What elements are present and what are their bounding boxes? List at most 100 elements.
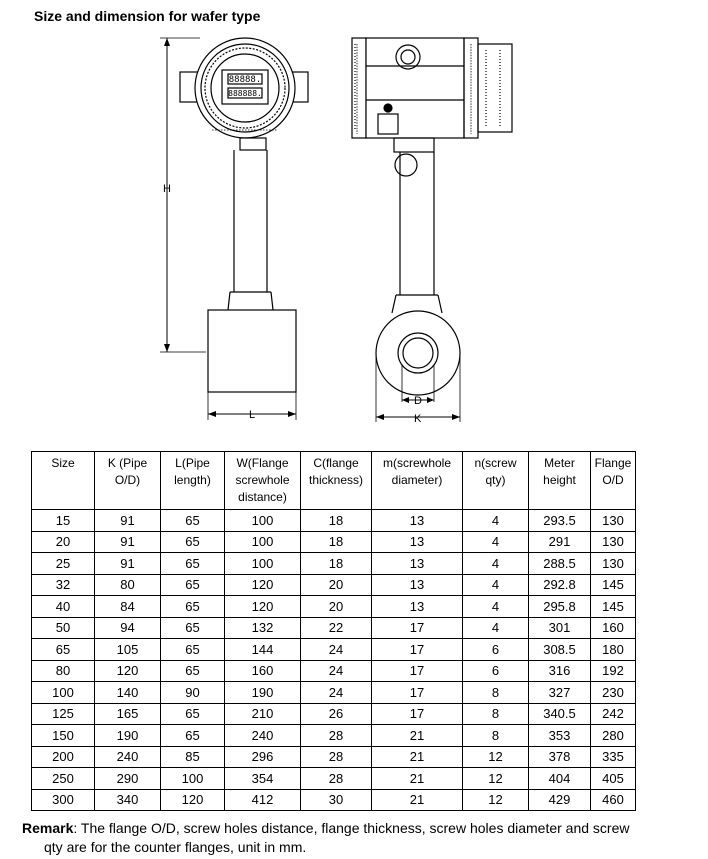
page-title: Size and dimension for wafer type [34,8,261,24]
table-cell: 17 [371,681,463,704]
dimension-label-d: D [414,395,422,407]
dimension-label-h: H [164,183,172,195]
table-cell: 130 [590,552,636,575]
table-cell: 91 [94,509,161,532]
table-cell: 65 [160,638,225,661]
table-cell: 28 [300,767,372,790]
table-cell: 250 [31,767,95,790]
table-cell: 85 [160,745,225,768]
table-cell: 21 [371,767,463,790]
table-cell: 12 [462,745,529,768]
header-size: Size [31,451,95,510]
table-cell: 13 [371,552,463,575]
meter-drawing: 88888. 888888. H H L D K [160,37,513,425]
table-cell: 4 [462,552,529,575]
table-cell: 20 [300,595,372,618]
table-cell: 120 [94,659,161,682]
table-cell: 65 [160,595,225,618]
table-cell: 17 [371,659,463,682]
table-cell: 125 [31,702,95,725]
table-cell: 26 [300,702,372,725]
table-cell: 24 [300,638,372,661]
table-cell: 8 [462,681,529,704]
table-cell: 50 [31,616,95,639]
table-cell: 130 [590,530,636,553]
side-view [351,37,513,422]
table-cell: 100 [31,681,95,704]
table-cell: 80 [31,659,95,682]
table-cell: 91 [94,552,161,575]
table-cell: 316 [528,659,591,682]
table-header-row: Size K (Pipe O/D) L(Pipe length) W(Flang… [31,451,636,510]
table-cell: 353 [528,724,591,747]
table-cell: 100 [224,509,301,532]
table-cell: 200 [31,745,95,768]
table-cell: 21 [371,745,463,768]
header-flange-thickness: C(flange thickness) [300,451,372,510]
header-screw-qty: n(screw qty) [462,451,529,510]
table-cell: 15 [31,509,95,532]
table-cell: 240 [224,724,301,747]
table-cell: 132 [224,616,301,639]
table-cell: 4 [462,573,529,596]
table-cell: 6 [462,638,529,661]
table-cell: 18 [300,552,372,575]
dimension-label-h-fg: H [163,183,171,195]
table-cell: 24 [300,681,372,704]
table-cell: 17 [371,702,463,725]
table-cell: 21 [371,788,463,811]
table-cell: 100 [224,530,301,553]
table-cell: 378 [528,745,591,768]
table-cell: 301 [528,616,591,639]
table-cell: 65 [160,530,225,553]
table-cell: 308.5 [528,638,591,661]
table-cell: 18 [300,509,372,532]
table-cell: 84 [94,595,161,618]
table-cell: 210 [224,702,301,725]
table-cell: 160 [224,659,301,682]
table-cell: 295.8 [528,595,591,618]
table-cell: 65 [160,573,225,596]
dimension-label-k: K [414,413,422,425]
table-cell: 18 [300,530,372,553]
table-cell: 8 [462,724,529,747]
table-cell: 291 [528,530,591,553]
table-cell: 90 [160,681,225,704]
table-cell: 13 [371,530,463,553]
table-cell: 4 [462,530,529,553]
table-cell: 460 [590,788,636,811]
table-cell: 120 [224,595,301,618]
table-cell: 30 [300,788,372,811]
table-cell: 300 [31,788,95,811]
table-cell: 80 [94,573,161,596]
table-cell: 65 [160,724,225,747]
table-cell: 4 [462,595,529,618]
table-cell: 13 [371,595,463,618]
remark-line-1: : The flange O/D, screw holes distance, … [73,820,630,836]
dimension-table: Size K (Pipe O/D) L(Pipe length) W(Flang… [31,451,636,811]
table-cell: 12 [462,788,529,811]
header-meter-height: Meter height [528,451,591,510]
table-cell: 12 [462,767,529,790]
table-cell: 8 [462,702,529,725]
table-cell: 145 [590,573,636,596]
table-cell: 293.5 [528,509,591,532]
dimension-label-l: L [249,409,255,421]
table-cell: 192 [590,659,636,682]
lcd-line-2: 888888. [228,89,262,98]
table-cell: 292.8 [528,573,591,596]
table-cell: 288.5 [528,552,591,575]
table-cell: 4 [462,509,529,532]
